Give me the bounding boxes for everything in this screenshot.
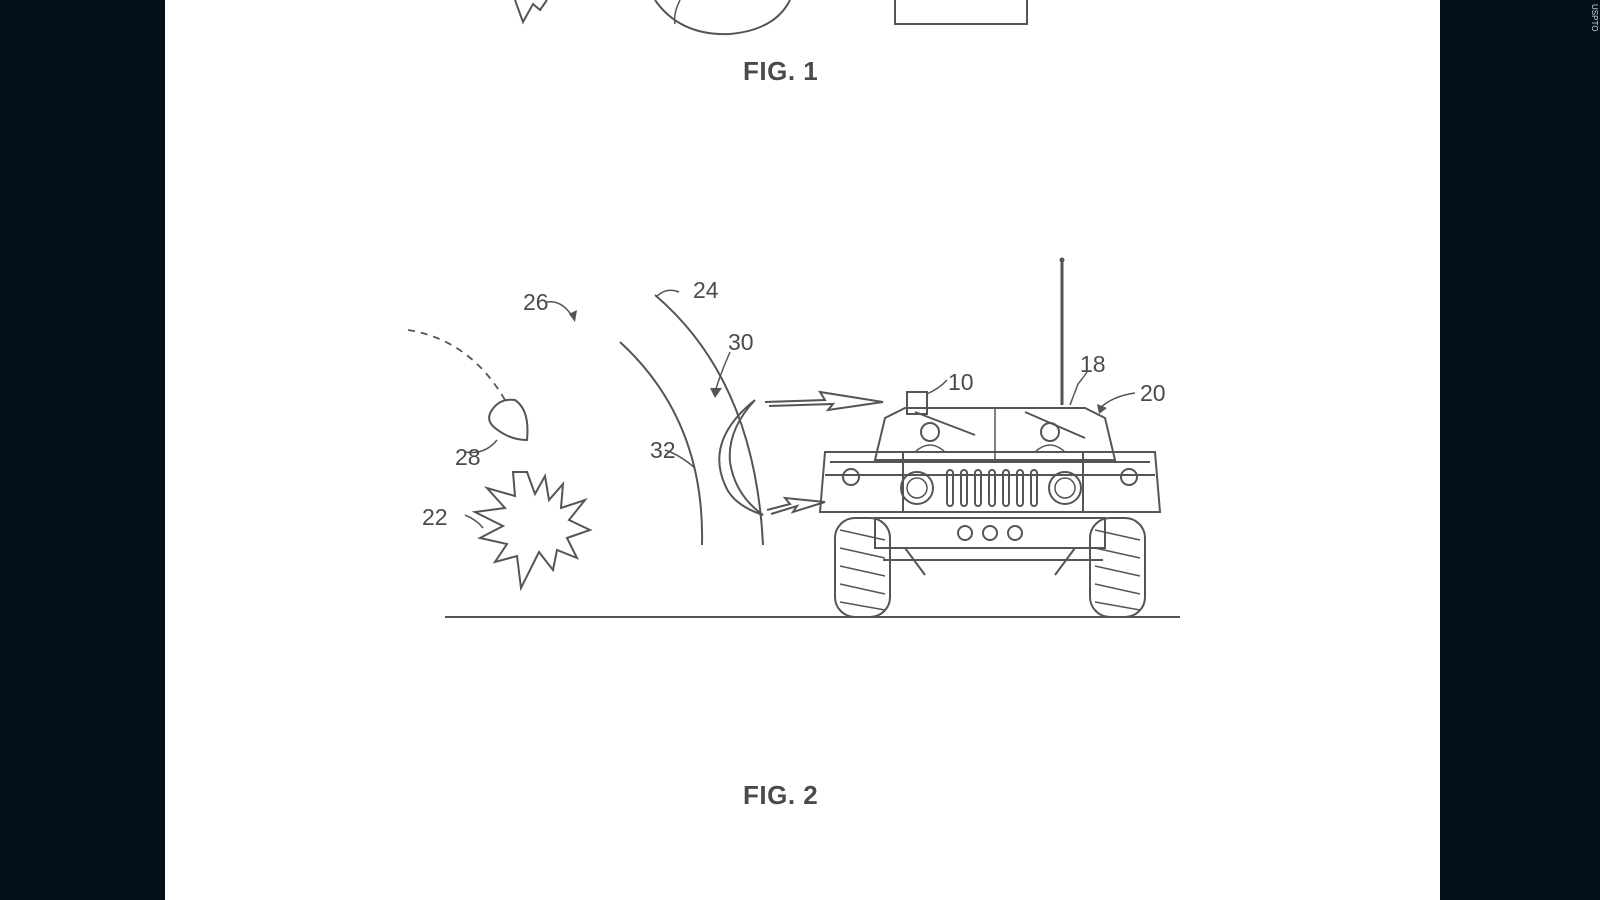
grille	[946, 469, 1038, 507]
headlight-right-inner	[1054, 477, 1076, 499]
fig1-dome-fragment	[654, 0, 791, 36]
explosion-22	[471, 471, 593, 592]
antenna-tip	[1059, 257, 1065, 263]
leader-10	[926, 379, 948, 395]
fig1-label: FIG. 1	[743, 56, 819, 86]
bumper-light-3	[1007, 525, 1023, 541]
bumper-light-1	[957, 525, 973, 541]
shockwave-32	[619, 341, 704, 546]
arrow-20	[1099, 392, 1136, 409]
arrow-30-head	[710, 388, 722, 398]
crescent-30	[718, 399, 764, 516]
emission-upper	[764, 390, 884, 412]
headlight-right	[1048, 471, 1082, 505]
marker-light-left	[842, 468, 860, 486]
arrow-26	[546, 301, 574, 319]
axle	[883, 547, 1103, 576]
headlight-left-inner	[906, 477, 928, 499]
fig1-dome-line	[673, 0, 681, 25]
leader-32	[664, 449, 696, 469]
marker-light-right	[1120, 468, 1138, 486]
leader-28	[464, 439, 498, 454]
ref-24: 24	[693, 277, 719, 303]
patent-sheet: 10 18 20 22 24 26 28 30 32 FIG. 1 FIG. 2	[165, 0, 1440, 900]
ref-10: 10	[948, 369, 974, 395]
fig1-remnant	[514, 0, 1028, 36]
arrow-20-head	[1097, 404, 1107, 414]
ref-28: 28	[455, 444, 481, 470]
ref-26: 26	[523, 289, 549, 315]
wheel-left	[834, 517, 891, 618]
vehicle-cab	[873, 407, 1117, 461]
ref-20: 20	[1140, 380, 1166, 406]
projectile-28	[488, 398, 529, 442]
bumper	[874, 517, 1106, 549]
vehicle-body	[818, 451, 1162, 513]
ref-30: 30	[728, 329, 754, 355]
occupant-left	[920, 422, 940, 442]
arrow-26-head	[569, 310, 577, 322]
wheel-right	[1089, 517, 1146, 618]
vehicle	[818, 257, 1162, 618]
leader-18	[1069, 371, 1088, 406]
occupant-left-body	[914, 444, 946, 453]
wheel-left-tread	[839, 529, 886, 611]
trajectory-path	[407, 329, 506, 401]
ref-32: 32	[650, 437, 676, 463]
wheel-right-tread	[1094, 529, 1141, 611]
fig2-label: FIG. 2	[743, 780, 819, 810]
ref-18: 18	[1080, 351, 1106, 377]
fig1-burst-fragment	[514, 0, 548, 25]
emission-lower	[766, 496, 826, 515]
watermark: USPTO	[1590, 4, 1599, 32]
leader-22	[464, 514, 484, 529]
fig1-box-fragment	[894, 0, 1028, 25]
wiper-left	[914, 411, 976, 436]
occupant-right	[1040, 422, 1060, 442]
leader-24	[656, 289, 680, 297]
ref-22: 22	[422, 504, 448, 530]
bumper-light-2	[982, 525, 998, 541]
emitter-10	[906, 391, 928, 415]
patent-drawing: 10 18 20 22 24 26 28 30 32	[407, 0, 1180, 618]
headlight-left	[900, 471, 934, 505]
shockwave-24	[654, 294, 764, 546]
occupant-right-body	[1034, 444, 1066, 453]
